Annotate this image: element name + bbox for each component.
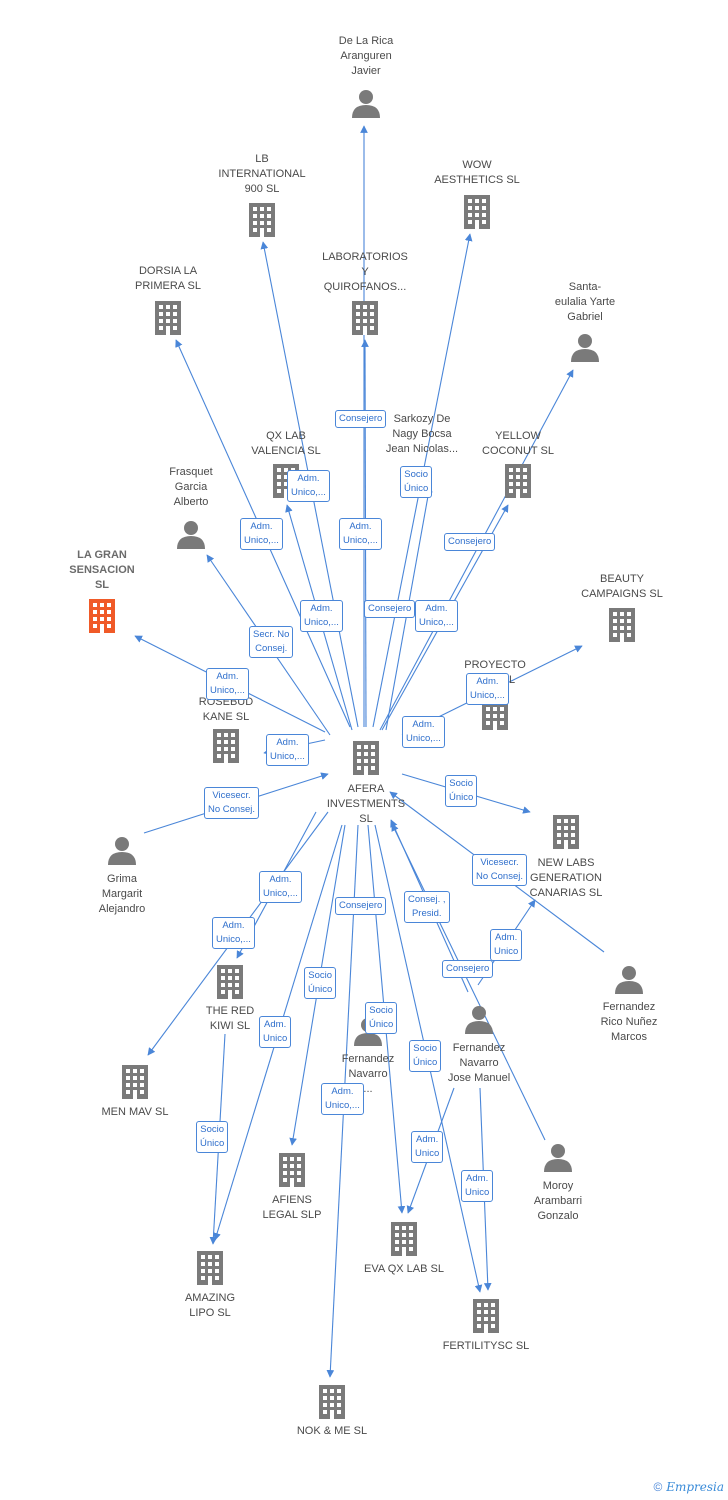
edge-label-6: Adm. Unico,...	[300, 600, 343, 632]
building-icon-newlabs	[553, 815, 579, 849]
edge-label-29: Adm. Unico	[411, 1131, 444, 1163]
edge-label-25: Socio Único	[365, 1002, 398, 1034]
copyright-symbol: ©	[653, 1480, 663, 1494]
building-icon-labq	[352, 301, 378, 335]
edge-label-17: Adm. Unico,...	[259, 871, 302, 903]
node-label-fertility[interactable]: FERTILITYSC SL	[442, 1340, 530, 1352]
node-label-fernnav2[interactable]: Fernandez Navarro Jose Manuel	[447, 1042, 511, 1084]
person-icon-grima	[108, 837, 136, 865]
node-label-beauty[interactable]: BEAUTY CAMPAIGNS SL	[581, 573, 663, 600]
edge-label-5: Consejero	[444, 533, 496, 551]
node-label-dorsia[interactable]: DORSIA LA PRIMERA SL	[134, 265, 202, 292]
building-icon-dorsia	[155, 301, 181, 335]
person-icon-moroy	[544, 1144, 572, 1172]
edge-label-11: Adm. Unico,...	[466, 673, 509, 705]
building-icon-lb	[249, 203, 275, 237]
edge-label-26: Socio Único	[409, 1040, 442, 1072]
building-icon-wow	[464, 195, 490, 229]
node-label-nok[interactable]: NOK & ME SL	[296, 1425, 368, 1437]
node-label-evaqx[interactable]: EVA QX LAB SL	[364, 1263, 444, 1275]
node-label-frasquet[interactable]: Frasquet Garcia Alberto	[169, 466, 213, 508]
edge-label-7: Consejero	[364, 600, 416, 618]
person-icon-delarica	[352, 90, 380, 118]
edge-label-21: Adm. Unico	[490, 929, 523, 961]
node-label-lagran[interactable]: LA GRAN SENSACION SL	[69, 549, 135, 591]
edge-label-1: Socio Único	[400, 466, 433, 498]
node-label-afiens[interactable]: AFIENS LEGAL SLP	[262, 1194, 322, 1221]
node-label-moroy[interactable]: Moroy Arambarri Gonzalo	[533, 1180, 583, 1222]
node-label-yellow[interactable]: YELLOW COCONUT SL	[482, 430, 554, 457]
node-label-qxlab[interactable]: QX LAB VALENCIA SL	[251, 430, 321, 457]
brand-name: Empresia	[666, 1480, 724, 1494]
edge-label-27: Adm. Unico,...	[321, 1083, 364, 1115]
edge-25	[391, 823, 546, 1141]
node-label-amazing[interactable]: AMAZING LIPO SL	[184, 1292, 236, 1319]
building-icon-thered	[217, 965, 243, 999]
building-icon-rosebud	[213, 729, 239, 763]
footer-brand: © Empresia	[654, 1480, 724, 1494]
node-label-afera[interactable]: AFERA INVESTMENTS SL	[326, 783, 406, 825]
edge-label-8: Adm. Unico,...	[415, 600, 458, 632]
node-label-sarkozy[interactable]: Sarkozy De Nagy Bocsa Jean Nicolas...	[385, 413, 459, 455]
edge-label-2: Adm. Unico,...	[287, 470, 330, 502]
building-icon-nok	[319, 1385, 345, 1419]
node-label-newlabs[interactable]: NEW LABS GENERATION CANARIAS SL	[529, 857, 603, 899]
edge-label-0: Consejero	[335, 410, 387, 428]
edge-label-19: Consejero	[335, 897, 387, 915]
edge-label-13: Adm. Unico,...	[402, 716, 445, 748]
node-label-delarica[interactable]: De La Rica Aranguren Javier	[338, 35, 394, 77]
building-icon-lagran	[89, 599, 115, 633]
node-label-fernnav1[interactable]: Fernandez Navarro ...	[341, 1053, 395, 1095]
person-icon-santa	[571, 334, 599, 362]
edge-label-20: Consej. , Presid.	[404, 891, 450, 923]
edge-label-9: Secr. No Consej.	[249, 626, 294, 658]
edge-label-3: Adm. Unico,...	[240, 518, 283, 550]
person-icon-frasquet	[177, 521, 205, 549]
person-icon-fernrico	[615, 966, 643, 994]
building-icon-yellow	[505, 464, 531, 498]
edge-label-15: Socio Único	[445, 775, 478, 807]
edge-label-14: Vicesecr. No Consej.	[204, 787, 259, 819]
building-icon-fertility	[473, 1299, 499, 1333]
node-label-santa[interactable]: Santa- eulalia Yarte Gabriel	[554, 281, 616, 323]
node-label-labq[interactable]: LABORATORIOS Y QUIROFANOS...	[322, 251, 408, 293]
edge-label-24: Adm. Unico	[259, 1016, 292, 1048]
node-label-grima[interactable]: Grima Margarit Alejandro	[98, 873, 146, 915]
edge-label-28: Socio Único	[196, 1121, 229, 1153]
node-label-fernrico[interactable]: Fernandez Rico Nuñez Marcos	[600, 1001, 658, 1043]
building-icon-afera	[353, 741, 379, 775]
edge-label-18: Adm. Unico,...	[212, 917, 255, 949]
edge-label-23: Socio Único	[304, 967, 337, 999]
node-label-thered[interactable]: THE RED KIWI SL	[205, 1005, 255, 1032]
edge-label-12: Adm. Unico,...	[266, 734, 309, 766]
edge-label-10: Adm. Unico,...	[206, 668, 249, 700]
edge-label-30: Adm. Unico	[461, 1170, 494, 1202]
edge-label-4: Adm. Unico,...	[339, 518, 382, 550]
building-icon-evaqx	[391, 1222, 417, 1256]
person-icon-fernnav2	[465, 1006, 493, 1034]
building-icon-amazing	[197, 1251, 223, 1285]
node-label-wow[interactable]: WOW AESTHETICS SL	[434, 159, 520, 186]
node-label-lb[interactable]: LB INTERNATIONAL 900 SL	[218, 153, 306, 195]
building-icon-afiens	[279, 1153, 305, 1187]
building-icon-beauty	[609, 608, 635, 642]
node-label-menmav[interactable]: MEN MAV SL	[101, 1106, 169, 1118]
edge-label-22: Consejero	[442, 960, 494, 978]
building-icon-menmav	[122, 1065, 148, 1099]
edge-label-16: Vicesecr. No Consej.	[472, 854, 527, 886]
